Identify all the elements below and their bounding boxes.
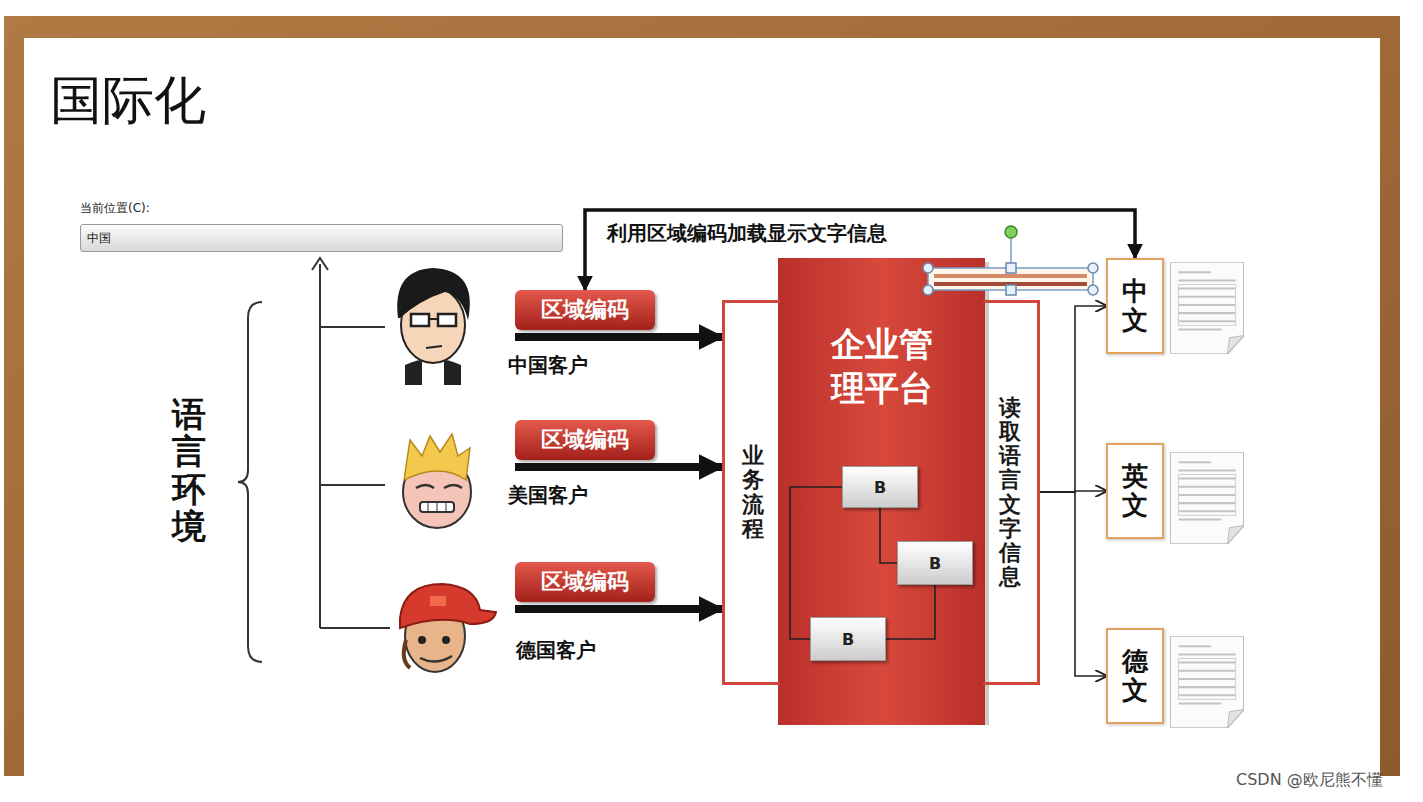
business-flow-column: 业务流程 bbox=[722, 300, 780, 685]
language-box-text: 中文 bbox=[1122, 277, 1148, 334]
region-code-tag: 区域编码 bbox=[515, 420, 655, 460]
connector bbox=[1040, 492, 1106, 676]
customer-label: 中国客户 bbox=[508, 352, 588, 379]
process-box: B bbox=[842, 466, 918, 508]
read-text-column: 读取语言文字信息 bbox=[983, 300, 1040, 685]
region-code-tag-text: 区域编码 bbox=[541, 567, 629, 597]
selection-handles bbox=[923, 226, 1098, 295]
process-box: B bbox=[897, 541, 973, 585]
customer-label: 美国客户 bbox=[508, 482, 588, 509]
process-box-text: B bbox=[874, 478, 886, 497]
language-box: 英文 bbox=[1106, 443, 1164, 539]
german-customer-face bbox=[400, 584, 496, 672]
connector bbox=[515, 333, 722, 341]
leader-lines bbox=[312, 258, 390, 628]
dropdown-caption: 当前位置(C): bbox=[80, 198, 563, 224]
process-box: B bbox=[810, 617, 886, 661]
chinese-customer-face bbox=[397, 268, 470, 385]
slide-ground bbox=[24, 38, 1380, 798]
platform-fill bbox=[778, 258, 985, 725]
language-environment-holder: 语言环境 bbox=[172, 396, 206, 546]
process-box-text: B bbox=[842, 630, 854, 649]
language-box-text: 德文 bbox=[1122, 647, 1148, 704]
document-icon bbox=[1170, 262, 1244, 354]
region-code-tag: 区域编码 bbox=[515, 290, 655, 330]
document-icon bbox=[1170, 452, 1244, 544]
american-customer-face bbox=[403, 434, 471, 528]
read-text-column-text: 读取语言文字信息 bbox=[999, 396, 1021, 590]
location-dropdown: 当前位置(C):中国 bbox=[80, 198, 563, 254]
watermark: CSDN @欧尼熊不懂 bbox=[1236, 770, 1383, 791]
document-icon bbox=[1170, 636, 1244, 728]
page-ground bbox=[0, 776, 1423, 802]
page-title: 国际化 bbox=[50, 66, 206, 136]
language-box: 德文 bbox=[1106, 628, 1164, 724]
platform-shadow bbox=[985, 262, 989, 725]
business-flow-column-text: 业务流程 bbox=[742, 444, 764, 541]
connector bbox=[880, 508, 897, 563]
region-code-tag-text: 区域编码 bbox=[541, 425, 629, 455]
dropdown-field: 中国 bbox=[80, 224, 563, 252]
platform-box: 企业管理平台 B B B bbox=[778, 258, 985, 725]
connector bbox=[1040, 306, 1106, 492]
language-box: 中文 bbox=[1106, 258, 1164, 354]
connector bbox=[515, 605, 722, 613]
platform-box-text: 企业管理平台 bbox=[822, 322, 942, 410]
region-code-tag-text: 区域编码 bbox=[541, 295, 629, 325]
dropdown-value: 中国 bbox=[81, 225, 562, 252]
language-box-text: 英文 bbox=[1122, 462, 1148, 519]
bracket bbox=[238, 302, 262, 662]
connector bbox=[585, 210, 1135, 290]
language-environment: 语言环境 bbox=[172, 396, 206, 546]
edge-label: 利用区域编码加载显示文字信息 bbox=[604, 220, 890, 247]
customer-label: 德国客户 bbox=[516, 637, 596, 664]
connector bbox=[515, 463, 722, 471]
process-box-text: B bbox=[929, 554, 941, 573]
region-code-tag: 区域编码 bbox=[515, 562, 655, 602]
connector bbox=[886, 585, 935, 639]
